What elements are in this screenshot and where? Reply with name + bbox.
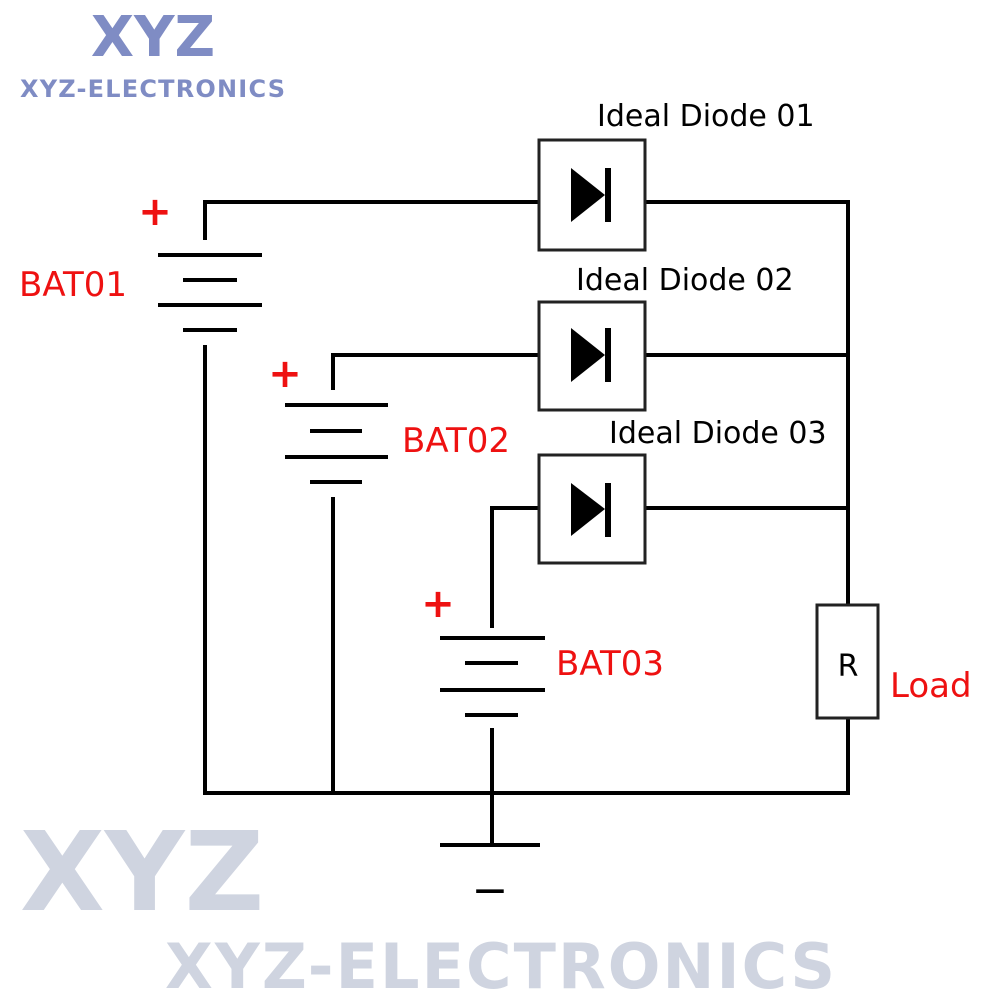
bat01-label: BAT01 <box>19 265 127 305</box>
bat02-label: BAT02 <box>402 421 510 461</box>
bat03-label: BAT03 <box>556 644 664 684</box>
ideal-diode-02 <box>537 300 647 412</box>
diode-02-label: Ideal Diode 02 <box>576 263 794 298</box>
battery-01 <box>158 253 262 332</box>
wires <box>203 200 850 843</box>
load-resistor <box>815 603 880 720</box>
logo-mark: XYZ <box>91 5 215 70</box>
watermark-mark: XYZ <box>20 808 264 936</box>
ideal-diode-01 <box>537 138 647 252</box>
minus-sign: − <box>472 865 509 916</box>
ideal-diode-03 <box>537 453 647 565</box>
resistor-symbol: R <box>838 649 859 684</box>
diode-01-label: Ideal Diode 01 <box>597 99 815 134</box>
load-label: Load <box>890 666 972 706</box>
bat02-plus: + <box>268 351 302 397</box>
logo-name: XYZ-ELECTRONICS <box>20 75 285 103</box>
diode-03-label: Ideal Diode 03 <box>609 416 827 451</box>
bat01-plus: + <box>138 189 172 235</box>
watermark-name: XYZ-ELECTRONICS <box>165 930 835 1000</box>
bat03-plus: + <box>421 581 455 627</box>
battery-02 <box>285 403 388 484</box>
battery-03 <box>440 636 545 717</box>
